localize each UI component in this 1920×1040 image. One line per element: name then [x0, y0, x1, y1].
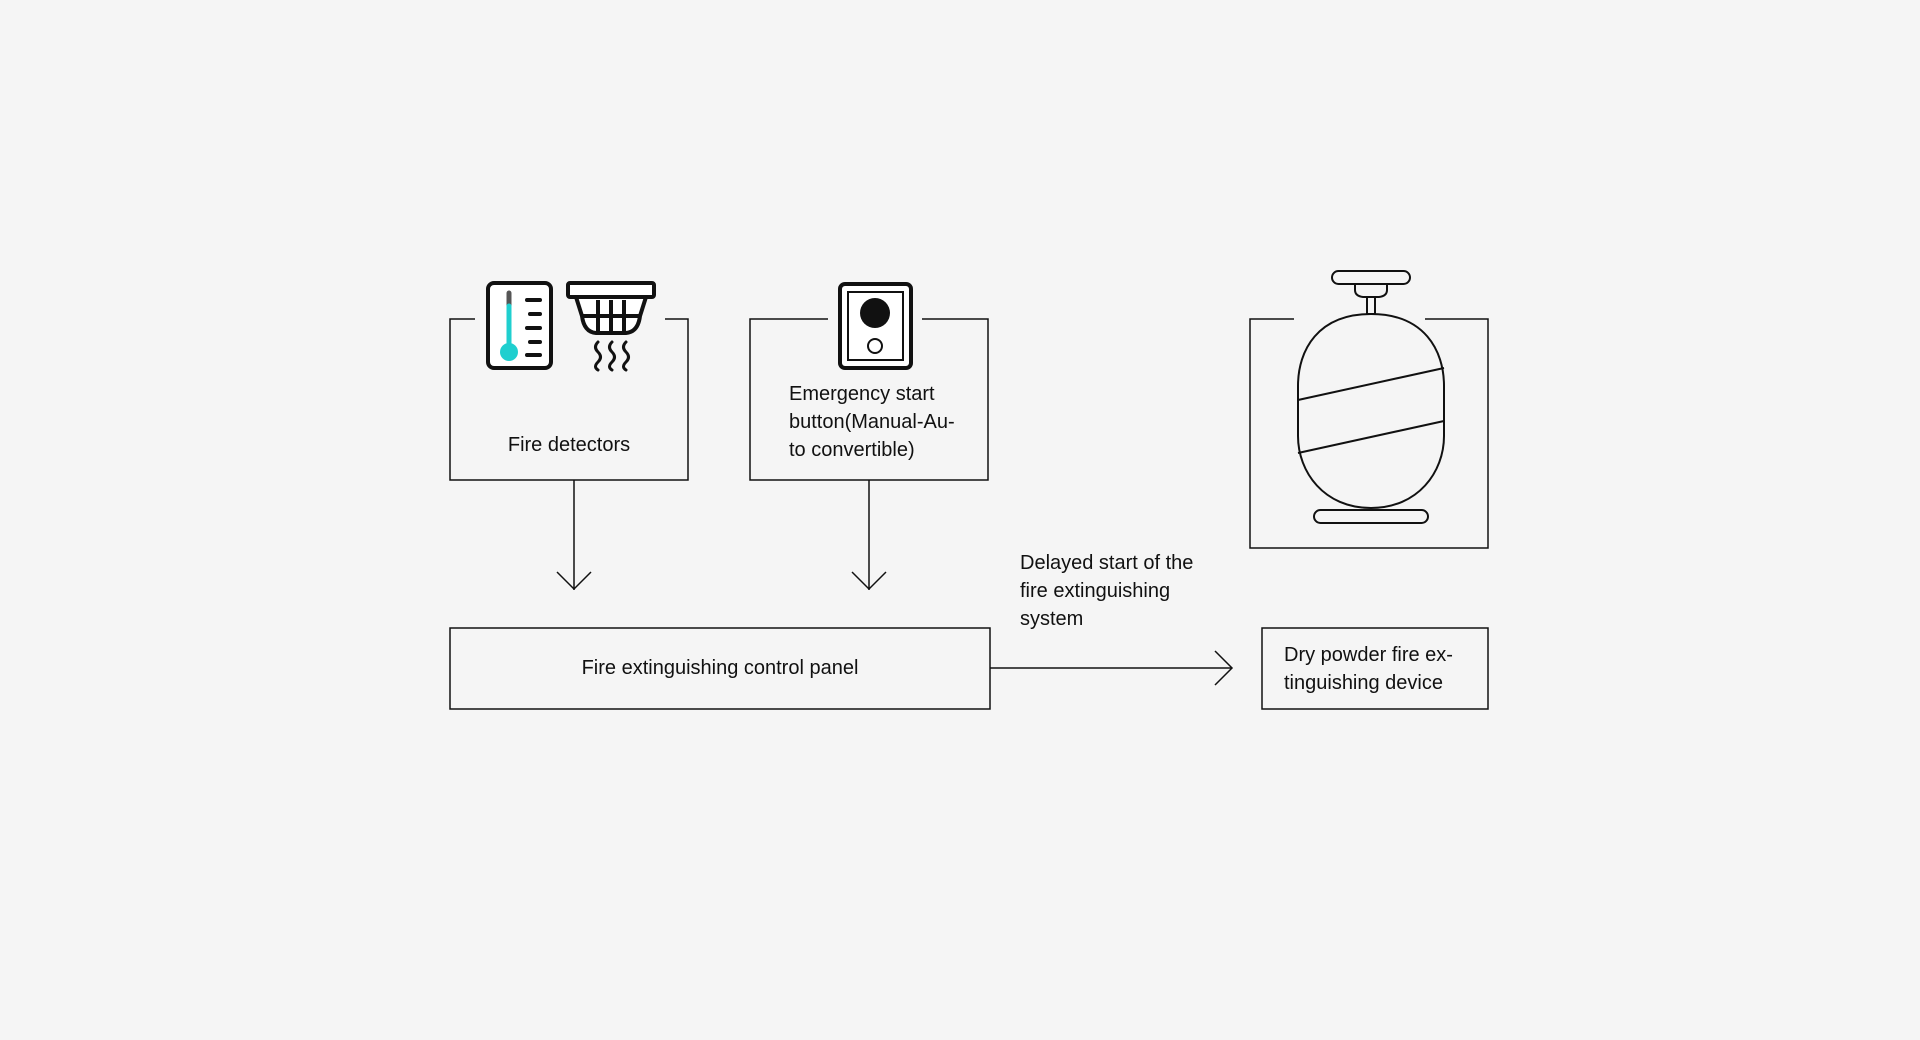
- dry-powder-device-label: Dry powder fire ex- tinguishing device: [1284, 641, 1453, 697]
- delayed-start-label-line: system: [1020, 608, 1084, 630]
- edge-detectors-to-panel: [556, 480, 592, 591]
- emergency-button-label-line: to convertible): [789, 439, 915, 461]
- dry-powder-device-box: [1261, 627, 1489, 710]
- delayed-start-label-line: Delayed start of the: [1020, 552, 1194, 574]
- thermometer-icon: [486, 281, 553, 370]
- dry-powder-device-label-line: Dry powder fire ex-: [1284, 644, 1453, 666]
- extinguisher-frame-box: [1249, 318, 1489, 549]
- edge-button-to-panel: [851, 480, 887, 591]
- edge-panel-to-device: [990, 650, 1234, 686]
- dry-powder-device-label-line: tinguishing device: [1284, 672, 1443, 694]
- fire-detectors-box: [449, 318, 689, 481]
- control-panel-label: Fire extinguishing control panel: [581, 657, 859, 679]
- smoke-detector-icon: [566, 281, 656, 372]
- emergency-button-label-line: button(Manual-Au-: [789, 411, 955, 433]
- fire-detectors-label: Fire detectors: [507, 434, 631, 456]
- emergency-button-label-line: Emergency start: [789, 383, 935, 405]
- delayed-start-label: Delayed start of the fire extinguishing …: [1020, 549, 1193, 633]
- emergency-button-label: Emergency start button(Manual-Au- to con…: [789, 380, 955, 464]
- emergency-button-icon: [838, 282, 913, 370]
- delayed-start-label-line: fire extinguishing: [1020, 580, 1171, 602]
- powder-extinguisher-icon: [1297, 270, 1445, 524]
